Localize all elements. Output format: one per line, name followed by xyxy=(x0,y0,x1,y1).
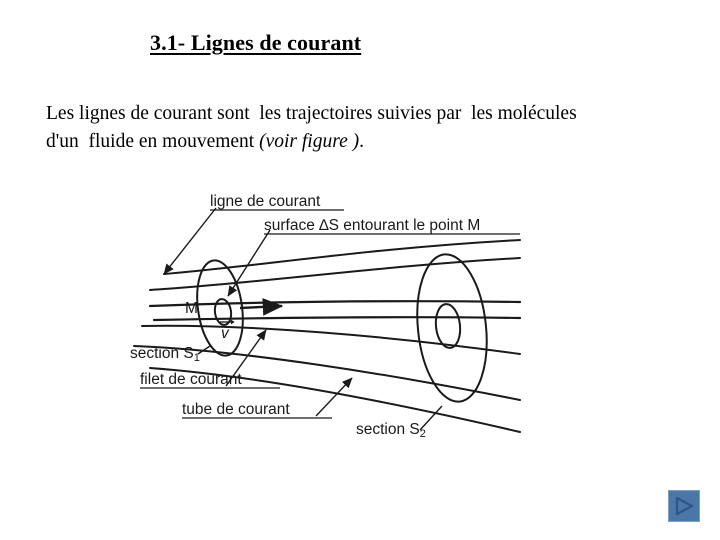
section-s2-ellipse xyxy=(416,253,488,403)
play-triangle-icon xyxy=(675,496,694,516)
figure-label-section-s1: section S1 xyxy=(130,345,200,364)
figure-label-ligne-de-courant: ligne de courant xyxy=(210,193,321,210)
section-s1-ellipse xyxy=(196,259,244,357)
body-paragraph: Les lignes de courant sont les trajectoi… xyxy=(46,100,606,156)
page-title: 3.1- Lignes de courant xyxy=(150,30,362,55)
figure-label-tube-de-courant: tube de courant xyxy=(182,401,290,418)
figure-label-point-m: M xyxy=(185,300,198,317)
body-text-plain: Les lignes de courant sont les trajectoi… xyxy=(46,103,582,152)
body-text-period: . xyxy=(359,131,364,152)
surface-delta-s-ellipse xyxy=(213,298,233,326)
leader-line-filet xyxy=(225,329,267,387)
stream-tube-figure: ligne de courant surface ∆S entourant le… xyxy=(120,178,550,458)
next-slide-button[interactable] xyxy=(668,490,700,522)
velocity-vector-arrow xyxy=(220,319,235,325)
label-underlines xyxy=(140,209,520,419)
figure-label-section-s2: section S2 xyxy=(356,421,426,440)
leader-line-tube xyxy=(315,377,353,417)
flow-direction-arrow xyxy=(239,298,284,316)
figure-label-filet-de-courant: filet de courant xyxy=(140,371,242,388)
leader-line-section-s2 xyxy=(419,405,443,431)
leader-line-section-s1 xyxy=(197,345,211,355)
leader-line-ligne-de-courant xyxy=(163,207,217,275)
leader-line-surface-ds xyxy=(227,229,271,297)
filet-de-courant-lines xyxy=(148,300,522,322)
body-text-italic: (voir figure ) xyxy=(259,131,360,152)
filet-outlet-ellipse xyxy=(434,303,462,349)
figure-label-surface-ds: surface ∆S entourant le point M xyxy=(264,217,480,234)
figure-label-velocity: v xyxy=(221,325,230,342)
